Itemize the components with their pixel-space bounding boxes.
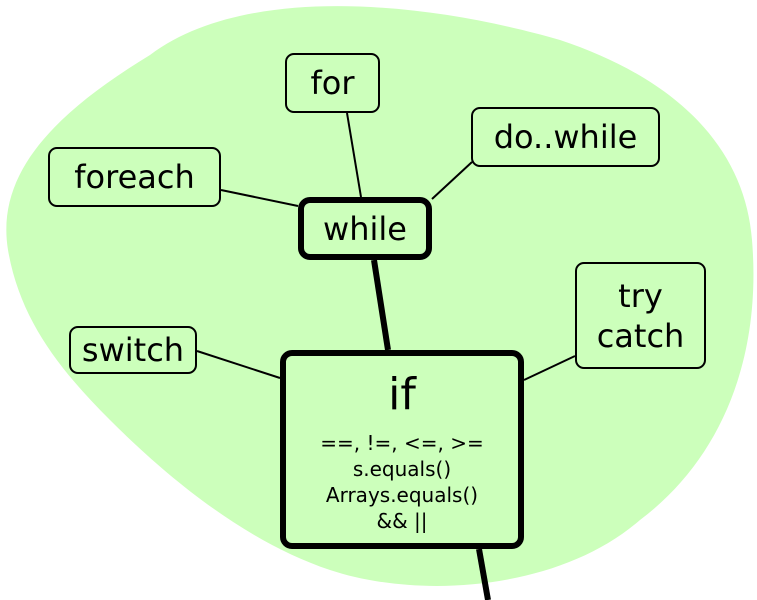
node-switch-label: switch <box>81 331 185 369</box>
node-try-label: try <box>618 276 663 315</box>
node-for-label: for <box>310 64 355 102</box>
node-switch: switch <box>69 326 197 374</box>
node-try-catch: try catch <box>575 262 706 369</box>
node-if-detail-string-equals: s.equals() <box>352 457 452 481</box>
node-while: while <box>298 197 432 260</box>
node-if-detail-comparison-operators: ==, !=, <=, >= <box>320 431 484 455</box>
node-do-while-label: do..while <box>493 118 638 156</box>
node-foreach: foreach <box>48 147 221 207</box>
node-while-label: while <box>323 209 407 248</box>
node-if: if ==, !=, <=, >= s.equals() Arrays.equa… <box>280 350 524 549</box>
node-if-detail-arrays-equals: Arrays.equals() <box>325 483 479 507</box>
connector-switch-if <box>196 350 281 379</box>
connector-if-outgoing <box>476 548 491 600</box>
node-do-while: do..while <box>471 107 660 167</box>
connector-foreach-while <box>220 189 299 207</box>
connector-trycatch-if <box>523 355 576 381</box>
node-catch-label: catch <box>596 316 685 355</box>
node-if-detail-logical-operators: && || <box>376 509 428 533</box>
node-if-label: if <box>388 369 416 420</box>
connector-dowhile-while <box>431 161 473 200</box>
node-for: for <box>285 53 380 113</box>
connector-while-if <box>371 259 391 351</box>
node-foreach-label: foreach <box>74 158 195 196</box>
connector-for-while <box>346 112 362 198</box>
